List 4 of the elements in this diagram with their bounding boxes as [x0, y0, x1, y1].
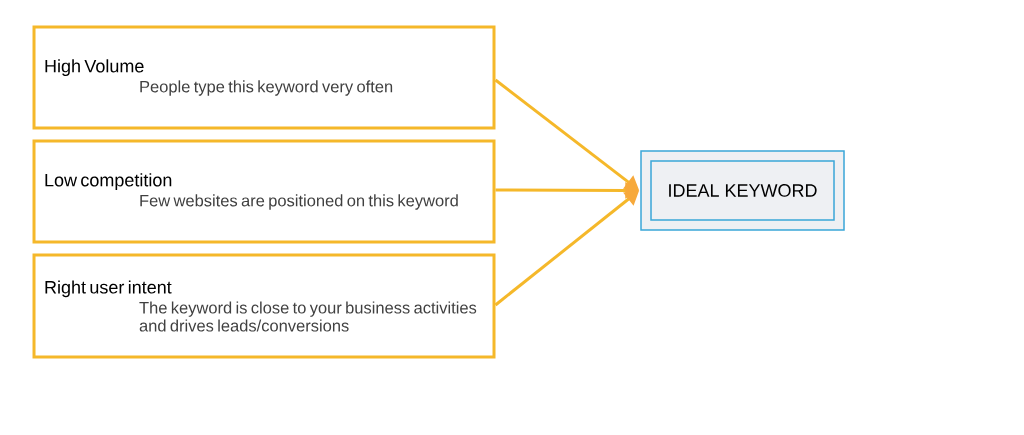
process-box: Right user intent The keyword is close to your business activities and drives leads/conversions: [32, 253, 496, 359]
result-box: IDEAL KEYWORD: [640, 150, 845, 231]
process-box: Low competition Few websites are positioned on this keyword: [32, 139, 496, 244]
process-box: High Volume People type this keyword very often: [32, 25, 496, 130]
